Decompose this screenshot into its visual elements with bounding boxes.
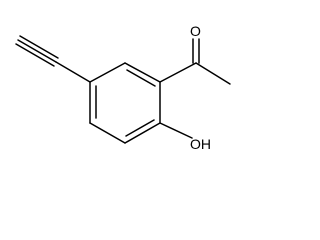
ring-bond-c3-c4 bbox=[124, 122, 161, 144]
ring-bond-c1-c2 bbox=[124, 62, 161, 83]
ethynyl-single-bond bbox=[55, 61, 91, 83]
ring-double-bond-inner-1 bbox=[126, 69, 156, 87]
acetyl-methyl-bond bbox=[195, 62, 231, 85]
ring-double-bond-inner-2 bbox=[125, 119, 155, 137]
hydroxyl-bond bbox=[159, 122, 193, 139]
structure-diagram: O OH bbox=[15, 23, 231, 152]
hydroxyl-label: OH bbox=[190, 136, 211, 152]
alkyne-triple-bond-lower bbox=[15, 43, 55, 67]
alkyne-triple-bond-upper bbox=[19, 35, 59, 59]
ring-bond-c4-c5 bbox=[89, 122, 126, 144]
acetyl-bond-ring-carbonyl bbox=[159, 62, 197, 83]
carbonyl-oxygen-label: O bbox=[190, 23, 201, 39]
ring-bond-c6-c1 bbox=[89, 62, 126, 83]
alkyne-triple-bond-center bbox=[17, 39, 57, 63]
